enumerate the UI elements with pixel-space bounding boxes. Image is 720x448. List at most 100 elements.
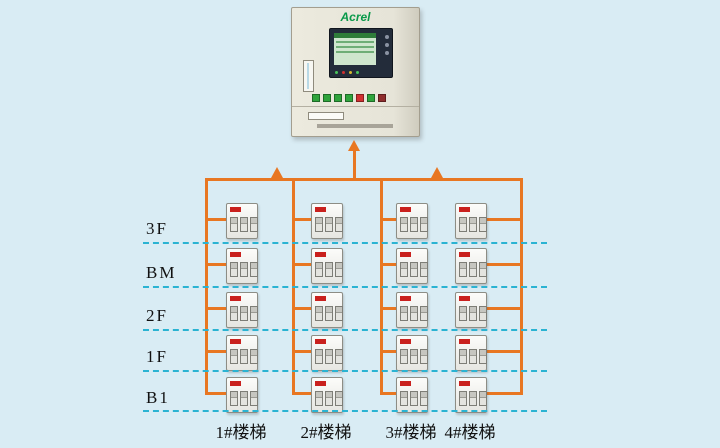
floor-divider: [143, 329, 547, 331]
lcd-text-line: [336, 51, 374, 53]
stub-wire: [380, 218, 396, 221]
panel-button: [345, 94, 353, 102]
flow-arrow-icon: [271, 167, 283, 178]
indicator-led: [349, 71, 352, 74]
brand-logo: Acrel: [340, 10, 371, 24]
device-terminals: [315, 349, 343, 364]
device-terminals: [400, 391, 428, 406]
device-unit: [396, 248, 428, 284]
column-label-stair3: 3#楼梯: [385, 423, 437, 442]
stub-wire: [485, 263, 523, 266]
device-tag: [315, 207, 326, 212]
device-unit: [311, 203, 343, 239]
indicator-led: [335, 71, 338, 74]
floor-label-b1: B1: [146, 388, 170, 407]
device-tag: [459, 339, 470, 344]
stub-wire: [205, 307, 226, 310]
device-tag: [315, 296, 326, 301]
device-tag: [400, 207, 411, 212]
device-unit: [455, 335, 487, 371]
device-unit: [226, 335, 258, 371]
device-tag: [400, 252, 411, 257]
device-unit: [311, 335, 343, 371]
panel-button: [356, 94, 364, 102]
device-terminals: [459, 262, 487, 277]
device-unit: [396, 377, 428, 413]
stub-wire: [292, 392, 311, 395]
lcd-text-line: [336, 41, 374, 43]
panel-button: [378, 94, 386, 102]
device-terminals: [230, 262, 258, 277]
column-label-stair4: 4#楼梯: [444, 423, 496, 442]
indicator-led: [356, 71, 359, 74]
device-tag: [230, 296, 241, 301]
device-terminals: [315, 262, 343, 277]
device-tag: [315, 339, 326, 344]
stub-wire: [380, 263, 396, 266]
device-unit: [455, 377, 487, 413]
device-unit: [226, 292, 258, 328]
device-terminals: [459, 306, 487, 321]
device-tag: [400, 339, 411, 344]
bus-wire: [520, 178, 523, 393]
indicator-led: [342, 71, 345, 74]
device-terminals: [459, 349, 487, 364]
floor-divider: [143, 242, 547, 244]
column-label-stair2: 2#楼梯: [300, 423, 352, 442]
floor-label-bm: BM: [146, 263, 177, 282]
screen-side-buttons: [385, 35, 389, 55]
stub-wire: [485, 392, 523, 395]
lcd-display: [334, 33, 376, 65]
column-label-stair1: 1#楼梯: [215, 423, 267, 442]
device-terminals: [315, 217, 343, 232]
stub-wire: [292, 350, 311, 353]
device-unit: [396, 203, 428, 239]
device-unit: [311, 377, 343, 413]
stub-wire: [485, 218, 523, 221]
flow-arrow-icon: [431, 167, 443, 178]
device-unit: [455, 248, 487, 284]
panel-button: [312, 94, 320, 102]
trunk-wire: [205, 178, 523, 181]
uplink-arrow-icon: [348, 140, 360, 151]
stub-wire: [485, 307, 523, 310]
device-unit: [396, 335, 428, 371]
bus-wire: [205, 178, 208, 393]
stub-wire: [292, 218, 311, 221]
device-unit: [311, 292, 343, 328]
device-terminals: [315, 391, 343, 406]
device-unit: [311, 248, 343, 284]
stub-wire: [380, 350, 396, 353]
device-tag: [459, 296, 470, 301]
control-cabinet: Acrel: [291, 7, 420, 137]
floor-divider: [143, 286, 547, 288]
device-unit: [226, 203, 258, 239]
device-tag: [230, 339, 241, 344]
bus-wire: [292, 178, 295, 393]
device-tag: [459, 381, 470, 386]
stub-wire: [205, 392, 226, 395]
device-terminals: [230, 217, 258, 232]
nameplate-text: [317, 124, 393, 128]
stub-wire: [380, 392, 396, 395]
level-gauge: [303, 60, 314, 92]
device-terminals: [459, 217, 487, 232]
device-terminals: [230, 391, 258, 406]
device-unit: [455, 203, 487, 239]
floor-label-3f: 3F: [146, 219, 168, 238]
device-unit: [226, 377, 258, 413]
device-terminals: [459, 391, 487, 406]
floor-label-2f: 2F: [146, 306, 168, 325]
stub-wire: [485, 350, 523, 353]
lcd-text-line: [336, 46, 374, 48]
printer-slot: [308, 112, 344, 120]
panel-button: [323, 94, 331, 102]
device-terminals: [400, 306, 428, 321]
device-terminals: [400, 217, 428, 232]
device-unit: [455, 292, 487, 328]
floor-divider: [143, 410, 547, 412]
lcd-header-bar: [334, 33, 376, 38]
stub-wire: [292, 263, 311, 266]
device-tag: [230, 381, 241, 386]
